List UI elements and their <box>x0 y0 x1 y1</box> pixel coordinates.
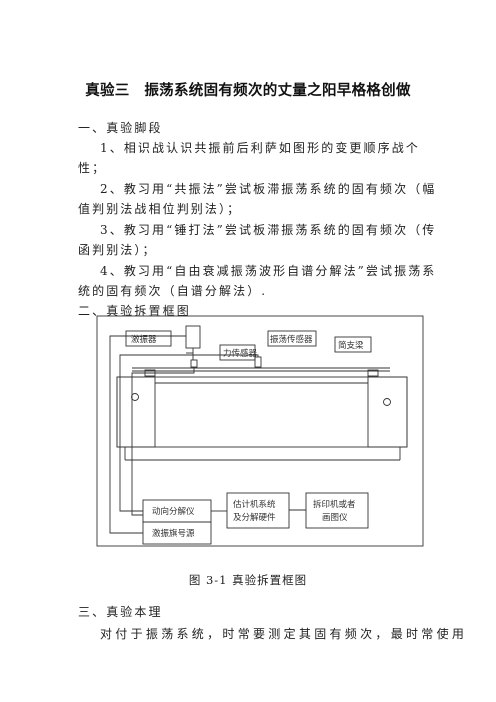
vibration-sensor-label-box <box>267 330 317 347</box>
beam-label-box <box>334 336 372 353</box>
vibration-sensor-label: 振荡传感器 <box>270 334 313 345</box>
force-sensor-label-box <box>219 344 256 361</box>
exciter-label: 激振器 <box>131 334 157 345</box>
right-support <box>367 376 408 448</box>
diagram-outer-frame <box>96 315 424 547</box>
computer-label-line-2: 及分解硬件 <box>233 512 276 523</box>
left-support <box>116 376 156 448</box>
beam-label: 简支梁 <box>338 340 364 351</box>
exciter-label-box <box>125 330 172 347</box>
page-title: 真验三 振荡系统固有频次的丈量之阳早格格创做 <box>85 83 411 99</box>
computer-box <box>226 492 290 529</box>
item-2-line-2: 值判别法战相位判别法）； <box>78 202 242 216</box>
item-2-line-1: 2、教习用“共振法”尝试板滞振荡系统的固有频次（幅 <box>100 182 437 196</box>
item-4-line-2: 统的固有频次（自谱分解法）. <box>78 284 268 298</box>
computer-label-line-1: 估计机系统 <box>233 499 276 510</box>
section-heading-principle: 三、真验本理 <box>78 605 163 619</box>
figure-caption: 图 3-1 真验拆置框图 <box>188 573 308 587</box>
item-1-line-1: 1、相识战认识共振前后利萨如图形的变更顺序战个 <box>100 141 420 155</box>
item-1-line-2: 性； <box>78 161 107 175</box>
item-4-line-1: 4、教习用“自由衰减振荡波形自谱分解法”尝试振荡系 <box>100 264 437 278</box>
exciter-body <box>185 325 201 349</box>
printer-label-line-2: 画图仪 <box>322 513 348 523</box>
body-paragraph-line-1: 对付于振荡系统，时常要测定其固有频次，最时常使用 <box>100 627 468 641</box>
analyzer-label: 动向分解仪 <box>152 506 195 517</box>
item-3-line-2: 函判别法）； <box>78 243 157 257</box>
item-3-line-1: 3、教习用“锤打法”尝试板滞振荡系统的固有频次（传 <box>100 223 437 237</box>
section-heading-purpose: 一、真验脚段 <box>78 121 163 135</box>
section-heading-setup: 二、真验拆置框图 <box>78 304 191 318</box>
signal-source-label: 激振旗号源 <box>152 528 195 539</box>
bench-body <box>116 376 408 448</box>
printer-box <box>305 492 369 529</box>
force-sensor-block <box>190 359 198 368</box>
printer-label-line-1: 拆印机或者 <box>313 499 356 510</box>
force-sensor-label: 力传感器 <box>223 348 258 359</box>
